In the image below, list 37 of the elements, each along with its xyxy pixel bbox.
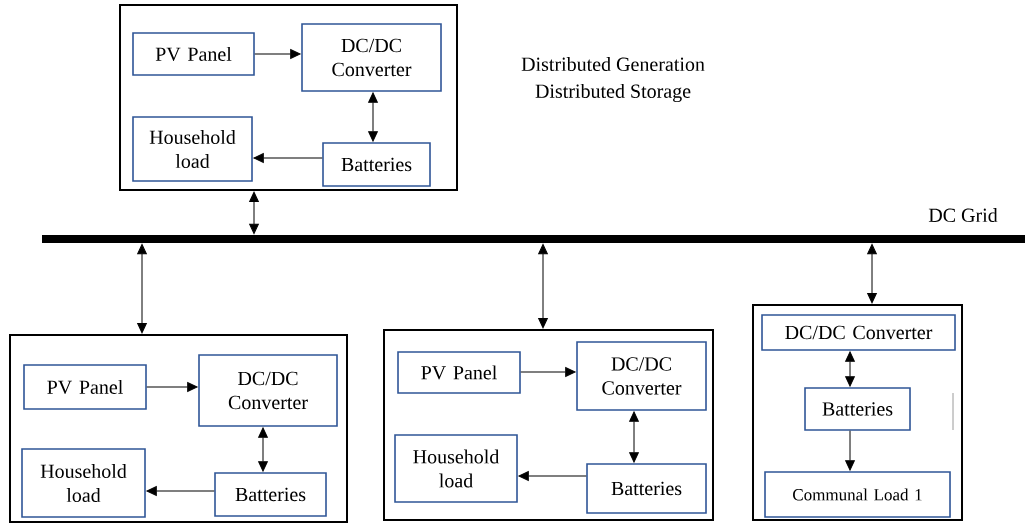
- component-box: Batteries: [322, 142, 431, 187]
- system-box: [752, 304, 963, 521]
- component-box: PV Panel: [23, 364, 147, 410]
- arrow: [867, 243, 877, 304]
- label-text: Distributed Storage: [535, 83, 691, 103]
- component-box: Household load: [21, 448, 146, 518]
- component-box: Household load: [132, 116, 253, 182]
- component-box: Household load: [394, 434, 518, 503]
- component-box: PV Panel: [397, 351, 521, 394]
- arrow: [249, 191, 259, 235]
- system-box: [119, 4, 458, 191]
- arrow: [258, 427, 268, 472]
- component-box: Batteries: [586, 463, 707, 514]
- component-box: Batteries: [804, 387, 911, 431]
- arrow: [518, 471, 587, 481]
- arrow: [146, 486, 215, 496]
- arrow: [845, 430, 855, 471]
- arrow: [146, 382, 198, 392]
- component-box: Batteries: [214, 472, 327, 517]
- arrow: [253, 153, 323, 163]
- bus-label: DC Grid: [928, 207, 998, 223]
- arrow: [368, 92, 378, 142]
- component-box: DC/DC Converter: [301, 23, 442, 92]
- component-box: DC/DC Converter: [576, 341, 707, 411]
- system-box: [383, 329, 714, 521]
- component-box: DC/DC Converter: [198, 354, 338, 427]
- arrow: [520, 367, 576, 377]
- label-text: Distributed Generation: [521, 56, 705, 72]
- arrow: [538, 243, 548, 329]
- arrow: [137, 243, 147, 334]
- arrow: [629, 411, 639, 463]
- component-box: PV Panel: [132, 32, 255, 76]
- arrow: [845, 351, 855, 387]
- system-box: [9, 334, 348, 523]
- component-box: DC/DC Converter: [761, 314, 956, 351]
- component-box: Communal Load 1: [764, 471, 951, 518]
- arrow: [254, 49, 301, 59]
